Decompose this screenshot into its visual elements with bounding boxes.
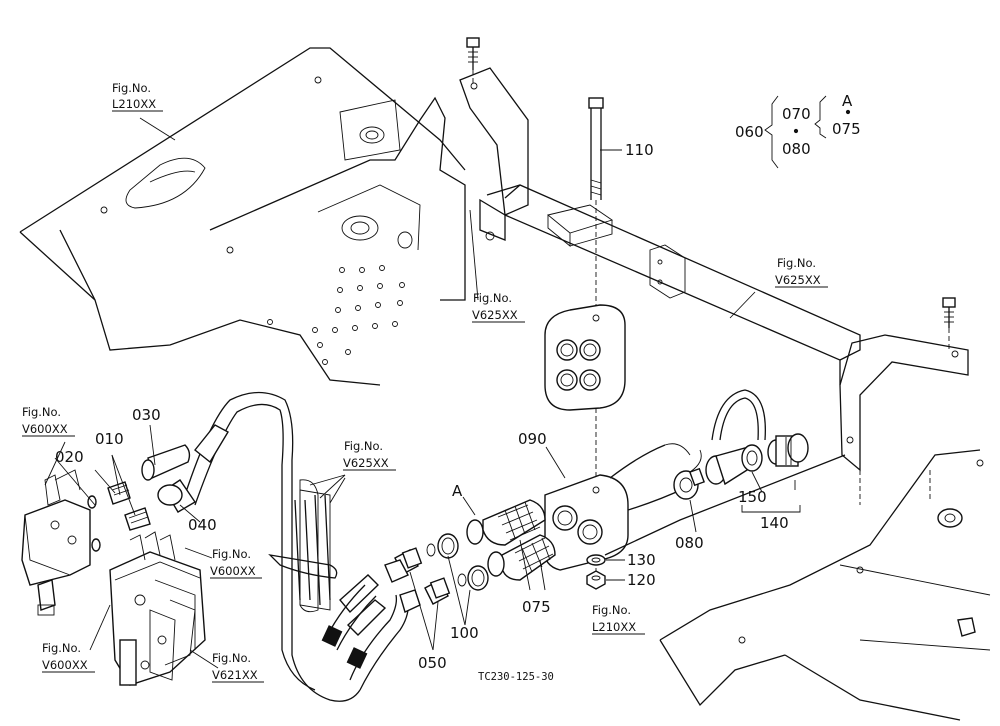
coupler-150-group: [767, 433, 809, 467]
frame-outline-bottom-right: [604, 449, 991, 721]
fig-ref-prefix: Fig.No.: [22, 405, 61, 419]
cross-bar: [486, 184, 861, 385]
control-valve-right: [109, 531, 206, 686]
part-110-label: 110: [625, 141, 654, 159]
part-040-label: 040: [188, 516, 217, 534]
washer-130: [586, 554, 606, 566]
fig-ref-v621: V621XX: [212, 668, 258, 682]
adapter-050-lower: [424, 577, 451, 605]
hose-assembly-main: [184, 391, 421, 702]
assembly-bracket-060: [764, 95, 851, 169]
figure-code: TC230-125-30: [478, 671, 554, 683]
fig-ref-prefix: Fig.No.: [212, 651, 251, 665]
part-150-label: 150: [738, 488, 767, 506]
marker-a: A: [452, 482, 463, 500]
fig-ref-prefix: Fig.No.: [112, 81, 151, 95]
fig-ref-l210-bottom: L210XX: [592, 620, 636, 634]
figure-references: Fig.No. L210XX Fig.No. V625XX Fig.No. V6…: [22, 81, 828, 683]
part-090-label: 090: [518, 430, 547, 448]
frame-outline-top-left: [19, 47, 466, 386]
bolt-right: [942, 297, 956, 350]
fig-ref-v600-mid: V600XX: [210, 564, 256, 578]
coupler-075-lower: [487, 534, 556, 581]
part-060-label: 060: [735, 123, 764, 141]
fig-ref-v625-mid: V625XX: [472, 308, 518, 322]
fig-ref-v600-left: V600XX: [22, 422, 68, 436]
part-080-label: 080: [675, 534, 704, 552]
fig-ref-prefix: Fig.No.: [777, 256, 816, 270]
part-070-label: 070: [782, 105, 811, 123]
bolt-top-left: [466, 37, 480, 84]
clamp-block-lower-090: [543, 474, 629, 571]
part-075-label: 075: [522, 598, 551, 616]
nut-120: [586, 570, 606, 590]
part-130-label: 130: [627, 551, 656, 569]
part-050-label: 050: [418, 654, 447, 672]
part-020-label: 020: [55, 448, 84, 466]
hose-fitting-040: [157, 424, 229, 513]
fig-ref-prefix: Fig.No.: [42, 641, 81, 655]
fig-ref-prefix: Fig.No.: [212, 547, 251, 561]
hose-bundle-clamp: [268, 479, 338, 613]
control-valve-left: [21, 469, 91, 616]
marker-a-bracket: A: [842, 92, 853, 110]
part-010-label: 010: [95, 430, 124, 448]
fitting-010-lower: [124, 507, 151, 531]
dust-cap-lanyard: [705, 389, 766, 486]
coupler-075-upper: [466, 499, 546, 546]
fig-ref-prefix: Fig.No.: [344, 439, 383, 453]
part-labels: 010 020 030 040 050 060 070 080 075 A 07…: [55, 92, 861, 672]
part-100-label: 100: [450, 624, 479, 642]
fig-ref-v625-right: V625XX: [775, 273, 821, 287]
part-080-bracket-label: 080: [782, 140, 811, 158]
part-030-label: 030: [132, 406, 161, 424]
fig-ref-prefix: Fig.No.: [473, 291, 512, 305]
o-ring-100-upper: [426, 533, 459, 559]
part-140-label: 140: [760, 514, 789, 532]
fig-ref-v625-hose: V625XX: [343, 456, 389, 470]
fig-ref-v600-bottom: V600XX: [42, 658, 88, 672]
o-ring-100-lower: [457, 565, 489, 591]
part-075-bracket-label: 075: [832, 120, 861, 138]
coupler-080: [673, 449, 705, 500]
mounting-bracket-left: [459, 67, 529, 241]
clamp-block-upper: [544, 304, 626, 411]
plate-hole-pattern: [267, 265, 405, 365]
fig-ref-l210-top: L210XX: [112, 97, 156, 111]
leader-lines: [44, 117, 801, 669]
mounting-bracket-right: [839, 334, 969, 472]
fig-ref-prefix: Fig.No.: [592, 603, 631, 617]
fitting-030: [141, 444, 191, 481]
part-120-label: 120: [627, 571, 656, 589]
